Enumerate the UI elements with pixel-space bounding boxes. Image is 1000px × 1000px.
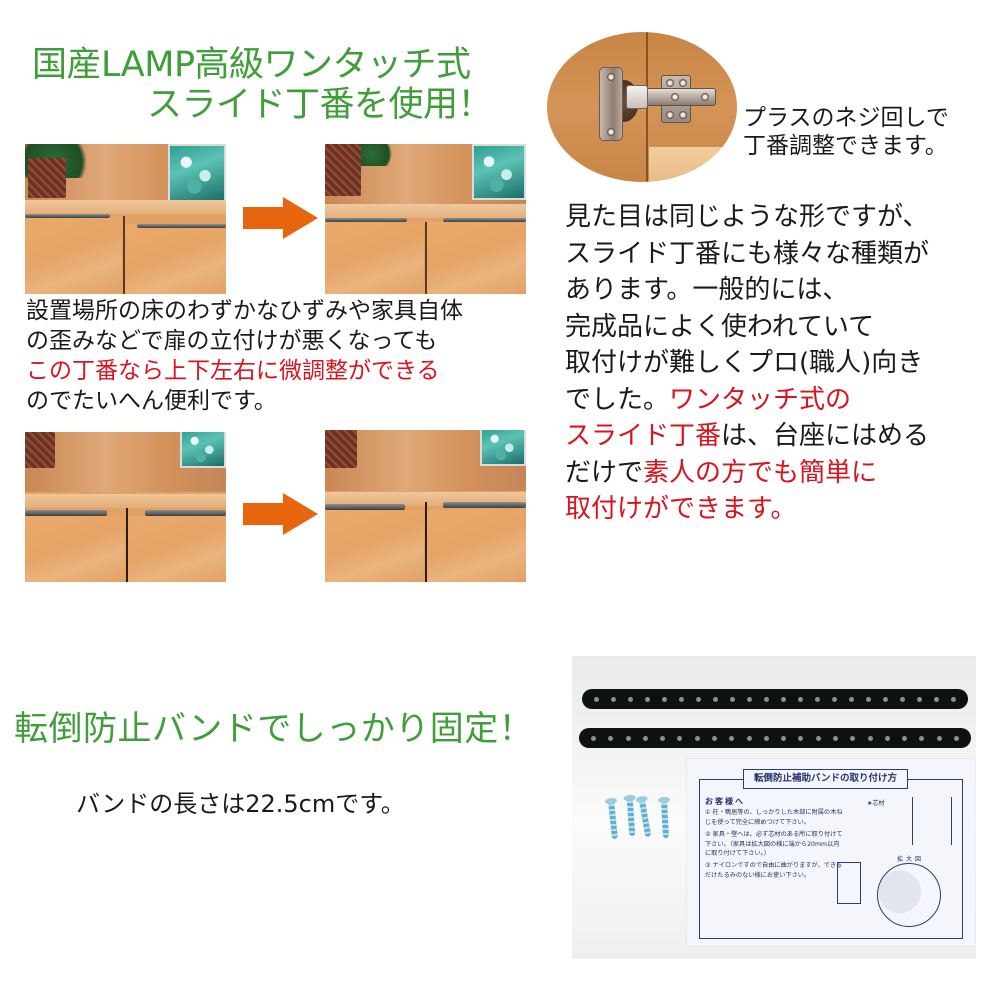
description-line3: あります。一般的には、 (565, 275, 849, 305)
hinge-title-line2: スライド丁番を使用！ (147, 85, 493, 125)
description-line9-highlight: 取付けができます。 (565, 494, 797, 524)
description-line8-text: だけで (565, 457, 644, 488)
description-line8: だけで素人の方でも簡単に (565, 455, 929, 492)
band-length-text: バンドの長さは22.5cmです。 (76, 790, 405, 818)
description-line8-highlight: 素人の方でも簡単に (643, 457, 878, 488)
description-line2: スライド丁番にも様々な種類が (565, 238, 930, 269)
arrow-right-icon (243, 493, 318, 535)
screw (661, 799, 669, 839)
screw (626, 797, 636, 837)
description-line4: 完成品によく使われていて (565, 311, 875, 342)
screw (638, 798, 652, 838)
instruction-sheet: 転倒防止補助バンドの取り付け方 お客様へ ① 柱・鴨居等の、しっかりした木部に附… (687, 759, 975, 946)
instruction-item-3: ③ ナイロンですので自由に曲がりますが、できるだけたるみのない様にお使い下さい。 (705, 862, 843, 879)
hinge-title-line1: 国産LAMP高級ワンタッチ式 (32, 45, 471, 85)
before-after-line2: の歪みなどで扉の立付けが悪くなっても (26, 328, 438, 354)
before-after-line3-highlight: この丁番なら上下左右に微調整ができる (26, 358, 440, 384)
description-line7: スライド丁番は、台座にはめる (565, 418, 929, 455)
before-after-line4: のでたいへん便利です。 (26, 388, 277, 414)
wall-diagram (912, 797, 952, 845)
wardrobe-diagram (837, 862, 861, 904)
description-line1: 見た目は同じような形ですが、 (565, 202, 929, 232)
description-line6-highlight: ワンタッチ式の (669, 384, 852, 415)
description-line7-text: は、台座にはめる (721, 421, 930, 451)
after-photo-2 (325, 430, 526, 582)
before-photo-1 (25, 144, 226, 294)
before-photo-2 (25, 432, 226, 582)
description-line7-highlight: スライド丁番 (565, 421, 722, 451)
description-line5: 取付けが難しくプロ(職人)向き (565, 348, 924, 378)
instruction-item-1: ① 柱・鴨居等の、しっかりした木部に附属の木ねじを使って完全に締めつけて下さい。 (705, 809, 843, 826)
instruction-sheet-heading: お客様へ (705, 797, 745, 806)
band-kit-photo: 転倒防止補助バンドの取り付け方 お客様へ ① 柱・鴨居等の、しっかりした木部に附… (572, 656, 976, 959)
magnified-diagram (877, 863, 941, 927)
star-label: ★芯材 (867, 800, 885, 807)
hinge-closeup-photo (547, 32, 737, 182)
instruction-sheet-title: 転倒防止補助バンドの取り付け方 (743, 769, 908, 789)
description-line6-text: でした。 (565, 384, 670, 415)
band-title: 転倒防止バンドでしっかり固定！ (14, 709, 534, 749)
instruction-item-2: ② 家具・壁へは、必ず芯材のある所に取り付けて下さい。（家具は拡大図の様に端から… (705, 831, 843, 858)
hinge-description: 見た目は同じような形ですが、 スライド丁番にも様々な種類が あります。一般的には… (565, 199, 929, 528)
before-after-line1: 設置場所の床のわずかなひずみや家具自体 (26, 298, 463, 324)
after-photo-1 (325, 144, 526, 294)
band-strip (579, 728, 971, 748)
description-line6: でした。ワンタッチ式の (565, 382, 929, 419)
hinge-caption-line2: 丁番調整できます。 (743, 133, 948, 159)
zoom-label: 拡大図 (897, 856, 925, 863)
arrow-right-icon (243, 197, 318, 239)
hinge-caption-line1: プラスのネジ回しで (743, 105, 949, 131)
band-strip (582, 689, 968, 709)
screw (608, 800, 618, 840)
